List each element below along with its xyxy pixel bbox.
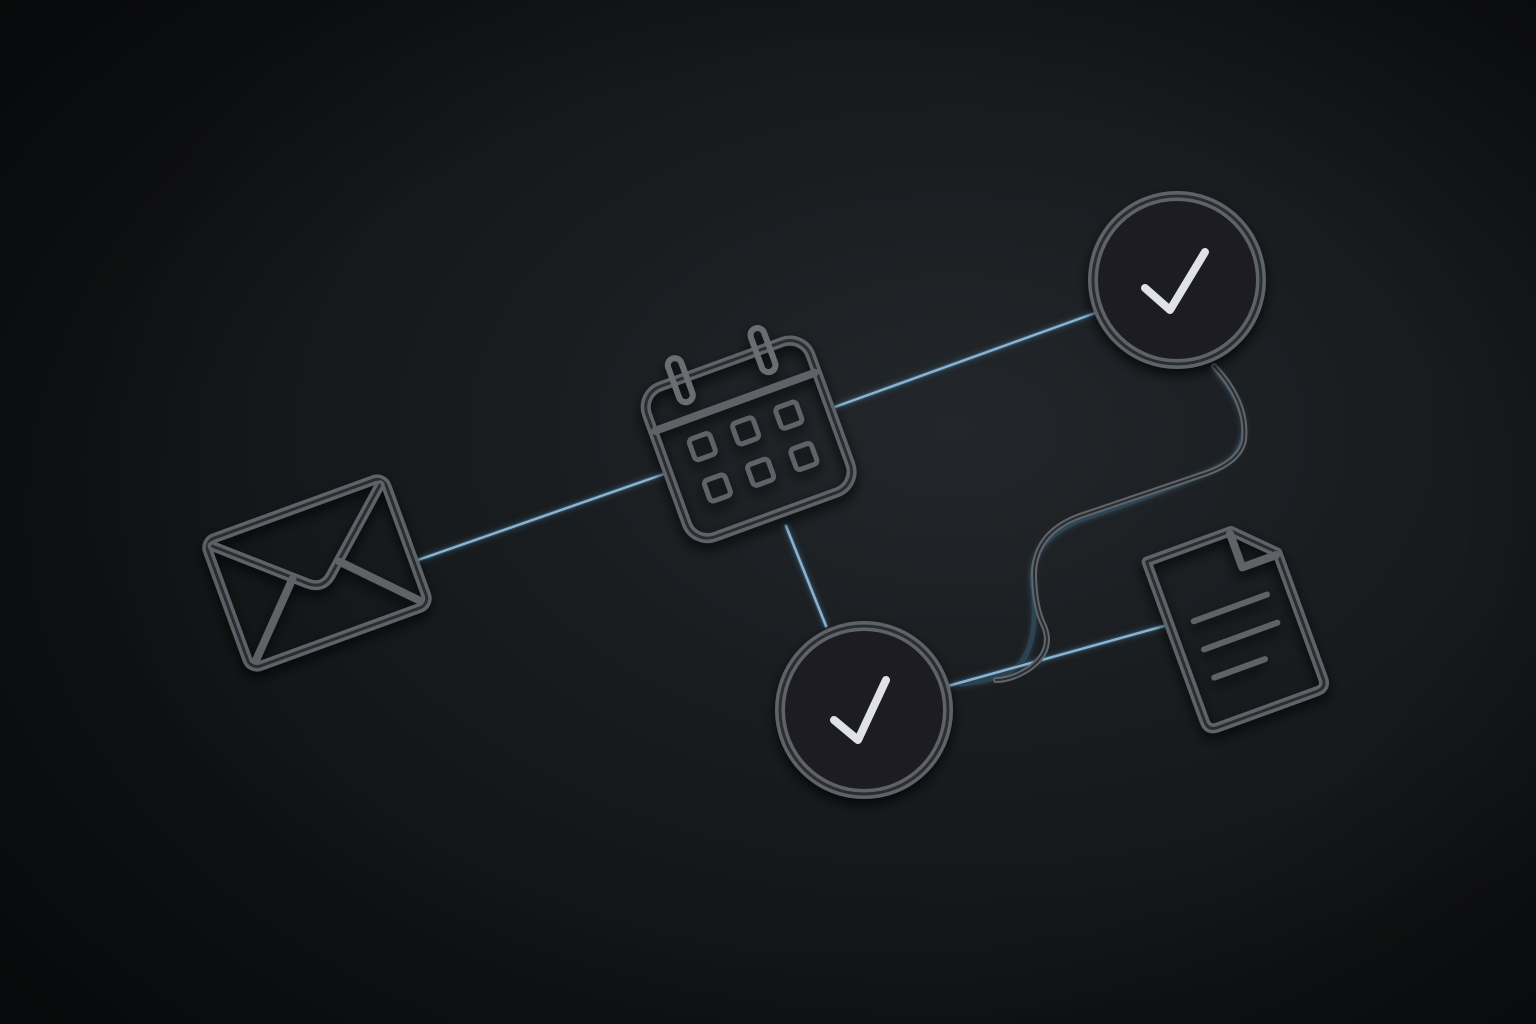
document-icon	[1141, 525, 1330, 734]
connector-calendar-check-top	[830, 310, 1100, 410]
mail-icon	[202, 474, 432, 672]
check-circle-icon-bottom	[775, 621, 953, 799]
calendar-icon	[640, 325, 857, 544]
connector-check-bottom-document	[946, 624, 1166, 688]
connector-calendar-check-bottom	[784, 524, 828, 628]
check-circle-icon-top	[1088, 191, 1266, 369]
connector-mail-calendar	[416, 472, 666, 562]
